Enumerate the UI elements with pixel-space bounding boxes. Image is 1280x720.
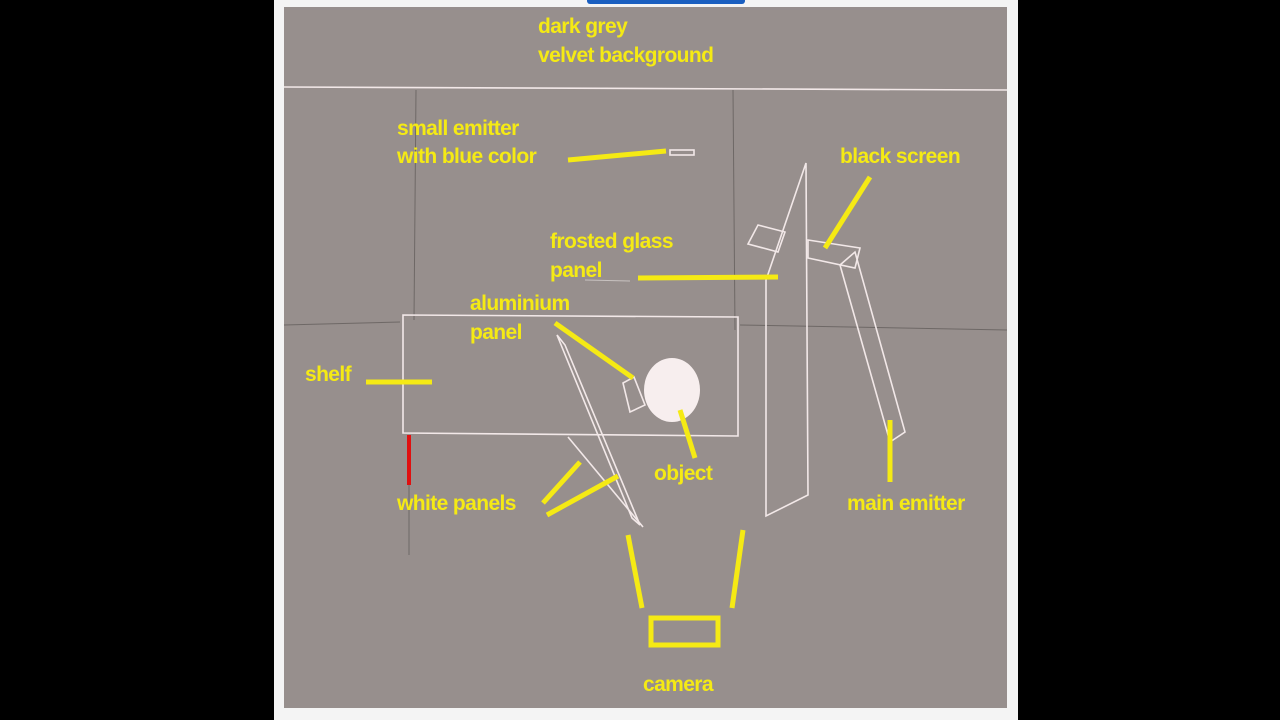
- label-white-panels: white panels: [396, 492, 516, 515]
- label-frosted-glass-2: panel: [550, 259, 602, 282]
- black-screen-panel: [807, 239, 861, 269]
- white-panel-1: [556, 334, 641, 526]
- label-object: object: [654, 462, 713, 485]
- annotation-pointers: [366, 148, 893, 609]
- label-aluminium-2: panel: [470, 321, 522, 344]
- title-line-2: velvet background: [538, 44, 713, 67]
- object-shape: [644, 358, 700, 422]
- label-small-emitter-2: with blue color: [396, 145, 537, 168]
- tall-screen: [765, 162, 809, 518]
- label-main-emitter: main emitter: [847, 492, 965, 515]
- background-edge: [283, 86, 1008, 91]
- small-emitter-shape: [669, 149, 695, 156]
- camera-shape: [648, 615, 721, 648]
- main-emitter-shape: [839, 250, 906, 444]
- label-camera: camera: [643, 673, 714, 696]
- label-small-emitter-1: small emitter: [397, 117, 519, 140]
- scene-background: [284, 7, 1007, 708]
- label-aluminium-1: aluminium: [470, 292, 570, 315]
- label-frosted-glass-1: frosted glass: [550, 230, 673, 253]
- grid-lines: [283, 89, 1008, 555]
- top-tab[interactable]: [587, 0, 745, 4]
- black-screen-bracket: [746, 224, 787, 253]
- shelf-box: [402, 314, 739, 437]
- label-black-screen: black screen: [840, 145, 960, 168]
- label-shelf: shelf: [305, 363, 353, 386]
- frosted-glass-shape: [584, 279, 631, 282]
- title-line-1: dark grey: [538, 15, 628, 38]
